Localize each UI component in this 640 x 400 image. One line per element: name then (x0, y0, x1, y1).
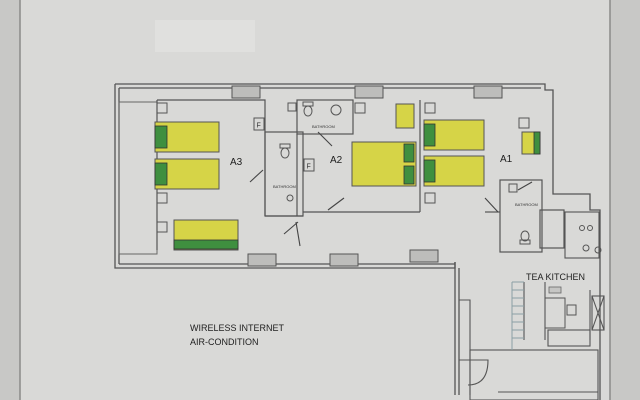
glare (155, 20, 255, 52)
fridge-label-a3: F (257, 123, 261, 130)
bed-a2 (351, 141, 417, 187)
kitchen-table (544, 297, 566, 329)
amenity-wireless-internet: WIRELESS INTERNET (190, 323, 285, 333)
a2-wardrobe (395, 103, 415, 129)
bed-a3-2 (154, 158, 220, 190)
fridge-label-a2: F (307, 164, 311, 171)
lower-corridor (459, 299, 489, 395)
tea-kitchen-label: TEA KITCHEN (526, 272, 585, 282)
fridge-boxes (253, 117, 315, 172)
bed-a1-2 (423, 155, 485, 187)
kitchen-appliance (548, 286, 562, 294)
bed-a3-1 (154, 121, 220, 153)
room-label-a1: A1 (500, 154, 513, 165)
bathroom-block (264, 99, 421, 217)
bed-a3-3 (173, 219, 239, 251)
paper-sheet (20, 0, 610, 400)
bottom-windows (247, 249, 439, 267)
stairs (511, 281, 524, 350)
bathroom-label-a3: BATHROOM (273, 184, 296, 189)
bathroom-label-a2: BATHROOM (312, 124, 335, 129)
amenity-air-condition: AIR-CONDITION (190, 337, 259, 347)
nightstands (156, 102, 530, 233)
bathroom-label-a1: BATHROOM (515, 202, 538, 207)
door-swings (249, 131, 533, 247)
room-label-a2: A2 (330, 155, 343, 166)
toilet-icons (279, 101, 531, 245)
top-windows (231, 85, 503, 99)
a1-wardrobe (521, 131, 541, 155)
stove (579, 225, 602, 254)
kitchen-stool (566, 304, 577, 316)
bed-a1-1 (423, 119, 485, 151)
room-label-a3: A3 (230, 157, 243, 168)
